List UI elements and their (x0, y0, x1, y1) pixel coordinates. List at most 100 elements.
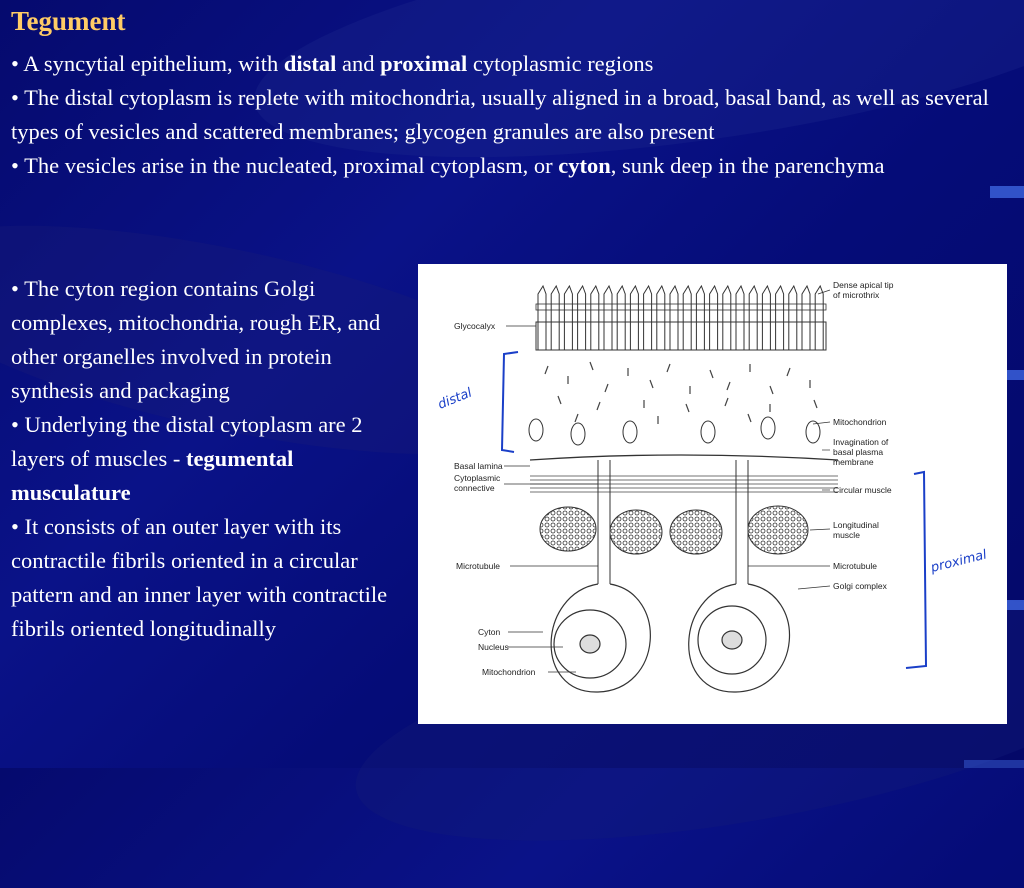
label-mitochondrion-bottom: Mitochondrion (482, 667, 536, 677)
top-bullets: • A syncytial epithelium, with distal an… (11, 47, 1001, 183)
microthrix (669, 284, 679, 350)
label-basal-lamina: Basal lamina (454, 461, 503, 471)
label-cyton: Cyton (478, 627, 500, 637)
annotation-proximal: proximal (928, 547, 988, 576)
tegument-diagram-svg: Dense apical tip of microthrix Glycocaly… (436, 280, 989, 693)
distal-bracket (500, 351, 519, 453)
vesicle (724, 397, 729, 407)
label-microtubule-left: Microtubule (456, 561, 500, 571)
longitudinal-muscle-bundles (539, 505, 809, 555)
bullet-distal-cytoplasm: • The distal cytoplasm is replete with m… (11, 81, 1001, 149)
microthrix (590, 284, 600, 350)
microthrix (629, 284, 639, 350)
microthrix (722, 284, 732, 350)
label-golgi-complex: Golgi complex (833, 581, 888, 591)
bullet-text: • It consists of an outer layer with its… (11, 514, 388, 641)
bullet-muscle-layers: • Underlying the distal cytoplasm are 2 … (11, 408, 406, 510)
decorative-edge-bar (964, 760, 1024, 768)
left-bullets: • The cyton region contains Golgi comple… (11, 272, 406, 646)
label-invagination: basal plasma (833, 447, 883, 457)
cyton-cells (550, 583, 791, 693)
decorative-edge-bar (990, 186, 1024, 198)
label-longitudinal-muscle: muscle (833, 530, 860, 540)
bullet-bold-text: distal (283, 51, 337, 76)
microthrix (695, 284, 705, 350)
microthrix (814, 284, 824, 350)
apical-membrane (535, 321, 827, 351)
label-dense-apical-tip: Dense apical tip (833, 280, 894, 290)
bullet-bold-text: cyton (558, 153, 611, 178)
microthrix (577, 284, 587, 350)
microthrix (550, 284, 560, 350)
bullet-fibril-orientation: • It consists of an outer layer with its… (11, 510, 406, 646)
microthrix (643, 284, 653, 350)
bullet-bold-text: tegumental musculature (11, 446, 294, 505)
microtriches (537, 284, 824, 350)
microthrix (735, 284, 745, 350)
bullet-text: cytoplasmic regions (467, 51, 654, 76)
microthrix (775, 284, 785, 350)
bullet-distal-proximal: • A syncytial epithelium, with distal an… (11, 47, 1001, 81)
label-cytoplasmic-connective: connective (454, 483, 495, 493)
proximal-bracket (905, 470, 928, 669)
microthrix (761, 284, 771, 350)
microthrix (709, 284, 719, 350)
label-mitochondrion: Mitochondrion (833, 417, 887, 427)
tegument-diagram: Dense apical tip of microthrix Glycocaly… (418, 264, 1007, 724)
label-invagination: Invagination of (833, 437, 889, 447)
microthrix (656, 284, 666, 350)
vesicle (589, 361, 594, 371)
label-of-microthrix: of microthrix (833, 290, 880, 300)
microthrix (801, 284, 811, 350)
label-longitudinal-muscle: Longitudinal (833, 520, 879, 530)
vesicle (666, 363, 671, 373)
circular-muscle-band (530, 475, 838, 493)
vesicle (596, 401, 601, 411)
vesicle (557, 395, 562, 405)
vesicle (747, 413, 752, 423)
cytoplasmic-connectives (597, 460, 749, 584)
label-microtubule-right: Microtubule (833, 561, 877, 571)
vesicle (726, 381, 731, 391)
label-nucleus: Nucleus (478, 642, 509, 652)
bullet-text: • Underlying the distal cytoplasm are 2 … (11, 412, 363, 471)
bullet-text: and (336, 51, 381, 76)
vesicle (685, 403, 690, 413)
vesicle (544, 365, 549, 375)
microthrix (563, 284, 573, 350)
basal-plasma-membrane (529, 454, 839, 461)
vesicle (786, 367, 791, 377)
microthrix (682, 284, 692, 350)
vesicle (574, 413, 579, 423)
glycocalyx-layer (535, 303, 827, 311)
microthrix (616, 284, 626, 350)
vesicle (709, 369, 714, 379)
bullet-bold-text: proximal (380, 51, 468, 76)
bullet-text: , sunk deep in the parenchyma (610, 153, 885, 178)
mitochondria-band (528, 416, 821, 446)
bullet-text: • The vesicles arise in the nucleated, p… (11, 153, 559, 178)
bullet-text: • The cyton region contains Golgi comple… (11, 276, 381, 403)
label-cytoplasmic-connective: Cytoplasmic (454, 473, 501, 483)
bullet-text: • The distal cytoplasm is replete with m… (11, 85, 989, 144)
bullet-text: • A syncytial epithelium, with (11, 51, 284, 76)
microthrix (748, 284, 758, 350)
decorative-edge-bar (1002, 600, 1024, 610)
label-circular-muscle: Circular muscle (833, 485, 892, 495)
microthrix (603, 284, 613, 350)
label-invagination: membrane (833, 457, 874, 467)
label-leader-lines (504, 289, 831, 673)
vesicle (769, 385, 774, 395)
decorative-edge-bar (1006, 370, 1024, 380)
microthrix (537, 284, 547, 350)
vesicle (813, 399, 818, 409)
vesicles (544, 361, 818, 424)
label-glycocalyx: Glycocalyx (454, 321, 496, 331)
annotation-distal: distal (436, 385, 475, 412)
bullet-vesicles: • The vesicles arise in the nucleated, p… (11, 149, 1001, 183)
microthrix (788, 284, 798, 350)
slide-title: Tegument (11, 6, 126, 36)
vesicle (649, 379, 654, 389)
vesicle (604, 383, 609, 393)
bullet-cyton-region: • The cyton region contains Golgi comple… (11, 272, 406, 408)
